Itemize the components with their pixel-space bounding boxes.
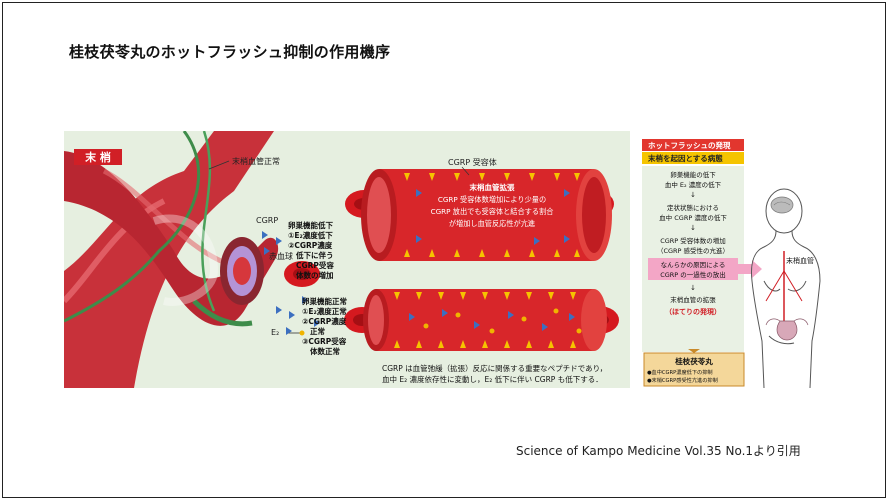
dilation-line: CGRP 受容体数増加により少量の bbox=[438, 195, 546, 204]
svg-text:血中 CGRP 濃度の低下: 血中 CGRP 濃度の低下 bbox=[659, 213, 727, 222]
citation: Science of Kampo Medicine Vol.35 No.1より引… bbox=[516, 444, 801, 458]
cgrp-molecules bbox=[262, 231, 320, 335]
panel-subheader-text: 末梢を起因とする病態 bbox=[648, 153, 723, 163]
svg-text:末梢血管の拡張: 末梢血管の拡張 bbox=[670, 295, 716, 304]
cgrp-receptor-label: CGRP 受容体 bbox=[448, 157, 497, 167]
region-tag-label: 末 梢 bbox=[84, 150, 111, 164]
bottom-note-line: CGRP は血管弛緩（拡張）反応に関係する重要なペプチドであり， bbox=[382, 363, 607, 373]
uterus-icon bbox=[765, 318, 809, 341]
dilated-vessel: CGRP 受容体 bbox=[361, 157, 612, 261]
e2-label: E₂ bbox=[271, 328, 279, 337]
svg-text:CGRP の一過性の放出: CGRP の一過性の放出 bbox=[660, 270, 726, 279]
svg-text:卵巣機能正常: 卵巣機能正常 bbox=[302, 296, 347, 306]
dilation-line: CGRP 放出でも受容体と結合する割合 bbox=[431, 207, 554, 216]
bottom-note-line: 血中 E₂ 濃度依存性に変動し，E₂ 低下に伴い CGRP も低下する． bbox=[382, 374, 603, 384]
svg-text:②CGRP濃度: ②CGRP濃度 bbox=[288, 240, 333, 250]
svg-text:体数の増加: 体数の増加 bbox=[296, 270, 334, 280]
svg-text:（CGRP 感受性の亢進）: （CGRP 感受性の亢進） bbox=[657, 246, 729, 255]
nerve-fibre bbox=[63, 130, 201, 323]
hot-flush-label: （ほてりの発現） bbox=[665, 307, 721, 316]
panel-flow: 卵巣機能の低下 血中 E₂ 濃度の低下 ↓ 定状状態における 血中 CGRP 濃… bbox=[648, 170, 762, 316]
state-top-text: 卵巣機能低下 ①E₂濃度低下 ②CGRP濃度 低下に伴う CGRP受容 体数の増… bbox=[288, 220, 334, 280]
slide-title: 桂枝茯苓丸のホットフラッシュ抑制の作用機序 bbox=[69, 43, 391, 61]
region-tag bbox=[74, 149, 122, 165]
arrow-to-body-icon bbox=[738, 260, 762, 278]
svg-text:②CGRP濃度: ②CGRP濃度 bbox=[302, 316, 347, 326]
svg-text:体数正常: 体数正常 bbox=[310, 346, 340, 356]
svg-text:①E₂濃度低下: ①E₂濃度低下 bbox=[288, 230, 333, 240]
panel-header bbox=[642, 139, 744, 151]
svg-text:↓: ↓ bbox=[690, 224, 696, 232]
svg-text:↓: ↓ bbox=[690, 191, 696, 199]
svg-text:↓: ↓ bbox=[690, 284, 696, 292]
svg-text:③CGRP受容: ③CGRP受容 bbox=[302, 336, 347, 346]
trigger-highlight bbox=[648, 258, 738, 280]
rbc-label: 赤血球 bbox=[269, 251, 293, 261]
mechanism-diagram: 末 梢 末梢血管正常 CGRP 赤血球 E₂ bbox=[61, 130, 827, 389]
svg-text:定状状態における: 定状状態における bbox=[667, 203, 719, 212]
normal-vessel bbox=[363, 289, 607, 351]
svg-text:卵巣機能の低下: 卵巣機能の低下 bbox=[670, 170, 716, 179]
drug-effect: ●血中CGRP濃度低下の抑制 bbox=[647, 368, 713, 376]
brain-icon bbox=[770, 196, 794, 214]
drug-title: 桂枝茯苓丸 bbox=[674, 356, 713, 366]
svg-text:なんらかの原因による: なんらかの原因による bbox=[661, 261, 726, 269]
svg-text:CGRP 受容体数の増加: CGRP 受容体数の増加 bbox=[660, 236, 726, 245]
svg-text:①E₂濃度正常: ①E₂濃度正常 bbox=[302, 306, 347, 316]
dilation-title: 末梢血管拡張 bbox=[470, 182, 515, 192]
svg-text:CGRP受容: CGRP受容 bbox=[296, 260, 334, 270]
mechanism-figure: 末 梢 末梢血管正常 CGRP 赤血球 E₂ bbox=[61, 130, 827, 389]
cgrp-label: CGRP bbox=[256, 216, 278, 225]
drug-effect: ●末梢CGRP感受性亢進の抑制 bbox=[647, 376, 718, 384]
svg-text:低下に伴う: 低下に伴う bbox=[295, 250, 334, 260]
panel-subheader bbox=[642, 152, 744, 164]
state-bottom-text: 卵巣機能正常 ①E₂濃度正常 ②CGRP濃度 正常 ③CGRP受容 体数正常 bbox=[302, 296, 347, 356]
drug-box bbox=[643, 352, 745, 387]
dilation-line: が増加し血管反応性が亢進 bbox=[449, 219, 535, 228]
svg-text:血中 E₂ 濃度の低下: 血中 E₂ 濃度の低下 bbox=[665, 180, 722, 189]
svg-text:正常: 正常 bbox=[310, 326, 325, 336]
svg-text:卵巣機能低下: 卵巣機能低下 bbox=[288, 220, 333, 230]
panel-header-text: ホットフラッシュの発現 bbox=[648, 140, 731, 150]
vessel-normal-label: 末梢血管正常 bbox=[232, 156, 280, 166]
body-vessel-label: 末梢血管 bbox=[786, 256, 814, 265]
